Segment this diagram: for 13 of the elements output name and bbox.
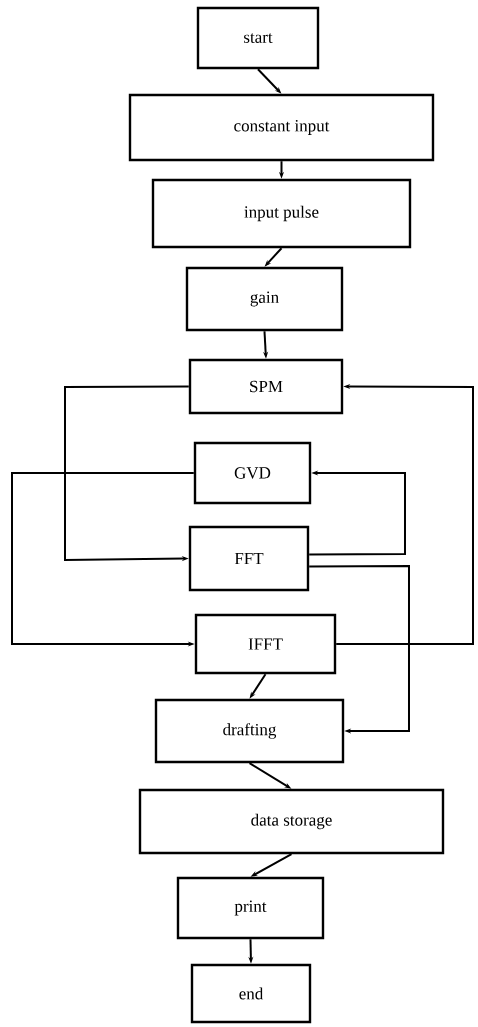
process-box: GVD	[193, 441, 312, 505]
process-box: input pulse	[151, 178, 412, 249]
process-box: data storage	[138, 788, 445, 855]
process-box: gain	[185, 266, 344, 332]
process-box: start	[196, 6, 320, 70]
process-box: IFFT	[194, 613, 337, 675]
process-box: SPM	[188, 358, 344, 415]
process-box: FFT	[188, 525, 310, 592]
process-box: constant input	[128, 93, 435, 162]
arrow	[308, 565, 410, 734]
process-box: drafting	[154, 698, 345, 764]
process-box: print	[176, 876, 325, 940]
process-box: end	[190, 963, 312, 1024]
